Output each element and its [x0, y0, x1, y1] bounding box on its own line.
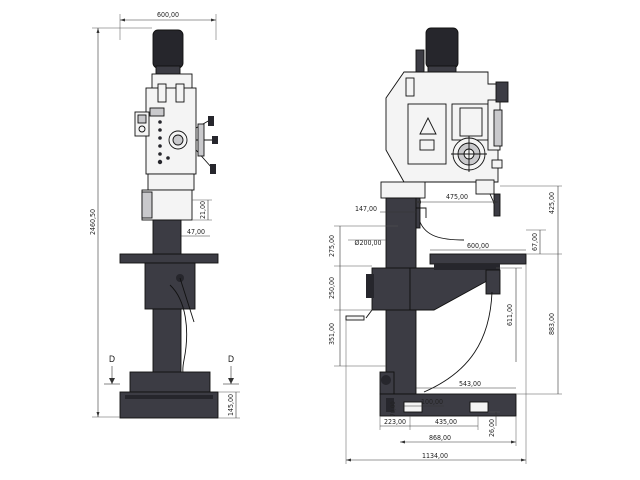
side-dims-right: 611,00 883,00 543,00: [416, 254, 562, 395]
dim-overall-length: 1134,00: [422, 452, 448, 460]
side-dims-top: 147,00 475,00 425,00 Ø200,00 600,00 67,0…: [348, 185, 562, 255]
front-dim-base: 145,00: [218, 391, 240, 419]
front-motor: [152, 29, 184, 75]
front-column: [144, 219, 209, 391]
dim-bracket-height: 250,00: [328, 277, 336, 299]
dim-head-height: 425,00: [548, 192, 556, 214]
dim-table-travel: 611,00: [506, 304, 514, 326]
dim-width-top: 600,00: [157, 11, 179, 19]
dim-upper-gap: 275,00: [328, 235, 336, 257]
dim-table-width: 600,00: [467, 242, 489, 250]
dim-slot-spacing: 435,00: [435, 418, 457, 426]
dim-reach-1: 147,00: [355, 205, 377, 213]
front-table: [119, 253, 219, 264]
dim-spindle-offset-1: 21,00: [199, 201, 207, 219]
front-dim-spindle: 21,00 47,00: [181, 199, 212, 237]
dim-column-diameter: Ø200,00: [355, 239, 382, 247]
dim-slot-offset: 100,00: [421, 398, 443, 406]
section-markers: D D: [104, 355, 239, 385]
front-view: 600,00 2460,50 21,00 47,00 145,00: [89, 11, 240, 419]
front-head: [134, 73, 218, 175]
side-table: [345, 253, 527, 393]
dim-reach-2: 475,00: [446, 193, 468, 201]
side-base: [379, 371, 517, 417]
dim-spindle-offset-2: 47,00: [187, 228, 205, 236]
side-head: [385, 71, 509, 217]
side-dims-left: 275,00 250,00 351,00: [328, 225, 398, 367]
dim-base-slot-height: 70,00: [390, 401, 397, 417]
dim-base-reach: 543,00: [459, 380, 481, 388]
front-dim-width: 600,00: [119, 11, 217, 40]
front-base: [119, 371, 219, 419]
dim-slot-depth: 26,00: [488, 419, 496, 437]
side-view: 147,00 475,00 425,00 Ø200,00 600,00 67,0…: [328, 27, 562, 464]
side-motor: [415, 27, 459, 75]
dim-table-thickness: 67,00: [531, 233, 539, 251]
dim-base-length: 868,00: [429, 434, 451, 442]
dim-total-height: 2460,50: [89, 209, 97, 235]
section-marker-right: D: [228, 355, 234, 365]
section-marker-left: D: [109, 355, 115, 365]
side-dims-bottom: 100,00 70,00 223,00 435,00 26,00 868,00 …: [345, 264, 527, 464]
dim-base-front: 223,00: [384, 418, 406, 426]
dim-table-to-base: 883,00: [548, 313, 556, 335]
dim-column-lower: 351,00: [328, 323, 336, 345]
dim-base-height: 145,00: [227, 394, 235, 416]
front-dim-height: 2460,50: [89, 27, 152, 418]
